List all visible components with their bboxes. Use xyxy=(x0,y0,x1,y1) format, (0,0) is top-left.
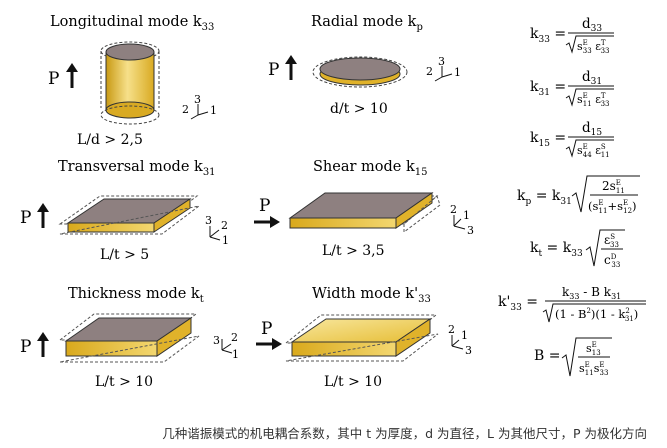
thickness-mode-panel: Thickness mode kt P 3 2 1 L/t > 10 xyxy=(20,286,239,390)
axis-label: 2 xyxy=(450,203,457,216)
formula-lhs: k15 = xyxy=(530,130,566,149)
disc-element xyxy=(312,56,408,88)
axis-label: 1 xyxy=(232,348,239,361)
axis-label: 3 xyxy=(467,224,474,237)
polarization-arrow-horizontal xyxy=(256,338,282,350)
axis-label: 1 xyxy=(210,104,217,117)
polarization-label: P xyxy=(48,69,59,89)
axis-triad: 3 2 1 xyxy=(213,331,239,361)
shear-mode-title: Shear mode k15 xyxy=(313,159,428,178)
formula-lhs: kt = k33 xyxy=(530,240,583,259)
sqrt-sign xyxy=(561,337,612,377)
polarization-label: P xyxy=(261,319,272,339)
axis-label: 2 xyxy=(426,65,433,78)
width-mode-panel: Width mode k'33 P 2 1 3 L/t > 10 xyxy=(256,286,472,390)
axis-triad: 3 2 1 xyxy=(205,214,229,247)
polarization-label: P xyxy=(268,60,279,80)
plate-element xyxy=(58,313,200,363)
longitudinal-condition: L/d > 2,5 xyxy=(77,132,143,148)
transversal-mode-panel: Transversal mode k31 P 3 2 1 L/t > 5 xyxy=(20,159,229,263)
cylinder-element xyxy=(100,41,160,125)
sqrt-sign xyxy=(565,88,614,107)
shear-mode-panel: Shear mode k15 P 2 1 3 L/t > 3,5 xyxy=(254,159,474,259)
axis-label: 1 xyxy=(454,66,461,79)
polarization-arrow xyxy=(37,203,49,228)
axis-label: 1 xyxy=(463,209,470,222)
radial-mode-title: Radial mode kp xyxy=(311,14,423,33)
thickness-mode-title: Thickness mode kt xyxy=(68,286,204,305)
longitudinal-mode-panel: Longitudinal mode k33 P 3 2 1 L/d > 2,5 xyxy=(48,14,217,148)
axis-triad: 3 2 1 xyxy=(426,55,461,82)
formula-lhs: k'33 = xyxy=(498,294,538,313)
axis-label: 3 xyxy=(213,334,220,347)
polarization-arrow-horizontal xyxy=(254,216,280,228)
axis-triad: 2 1 3 xyxy=(448,323,472,357)
transversal-condition: L/t > 5 xyxy=(100,247,149,263)
axis-label: 3 xyxy=(465,344,472,357)
polarization-label: P xyxy=(259,196,270,216)
polarization-arrow xyxy=(66,63,78,88)
formula-lhs: k31 = xyxy=(530,79,566,98)
radial-condition: d/t > 10 xyxy=(330,101,388,117)
sqrt-sign xyxy=(542,303,646,323)
axis-label: 2 xyxy=(182,103,189,116)
polarization-arrow xyxy=(37,332,49,357)
axis-label: 2 xyxy=(448,323,455,336)
formula-numerator: d31 xyxy=(582,69,602,87)
formula-numerator: k33 - B k31 xyxy=(562,285,621,301)
figure-caption: 几种谐振模式的机电耦合系数，其中 t 为厚度，d 为直径，L 为其他尺寸，P 为… xyxy=(162,426,647,441)
width-condition: L/t > 10 xyxy=(324,374,382,390)
radial-mode-panel: Radial mode kp P 3 2 1 d/t > 10 xyxy=(268,14,461,117)
formula-lhs: k33 = xyxy=(530,26,566,45)
polarization-arrow xyxy=(285,55,297,80)
sqrt-sign xyxy=(585,229,625,267)
formula-numerator: d15 xyxy=(582,120,602,138)
polarization-label: P xyxy=(20,208,31,228)
axis-label: 3 xyxy=(205,214,212,227)
axis-label: 3 xyxy=(438,55,445,68)
transversal-mode-title: Transversal mode k31 xyxy=(58,159,216,178)
formula-lhs: kp = k31 xyxy=(517,188,572,207)
axis-label: 2 xyxy=(221,219,228,232)
plate-element xyxy=(288,192,441,233)
plate-element xyxy=(58,195,200,235)
polarization-label: P xyxy=(20,337,31,357)
plate-element xyxy=(284,314,439,362)
thickness-condition: L/t > 10 xyxy=(95,374,153,390)
axis-label: 1 xyxy=(461,329,468,342)
sqrt-sign xyxy=(565,139,614,158)
axis-triad: 2 1 3 xyxy=(450,203,474,237)
axis-label: 1 xyxy=(222,234,229,247)
longitudinal-mode-title: Longitudinal mode k33 xyxy=(50,14,214,33)
axis-label: 2 xyxy=(231,331,238,344)
sqrt-sign xyxy=(565,35,614,54)
sqrt-sign xyxy=(571,175,640,213)
formula-numerator: d33 xyxy=(582,16,602,34)
axis-label: 3 xyxy=(194,93,201,106)
shear-condition: L/t > 3,5 xyxy=(322,243,385,259)
axis-triad: 3 2 1 xyxy=(182,93,217,120)
width-mode-title: Width mode k'33 xyxy=(312,286,431,305)
formula-lhs: B = xyxy=(534,348,560,364)
